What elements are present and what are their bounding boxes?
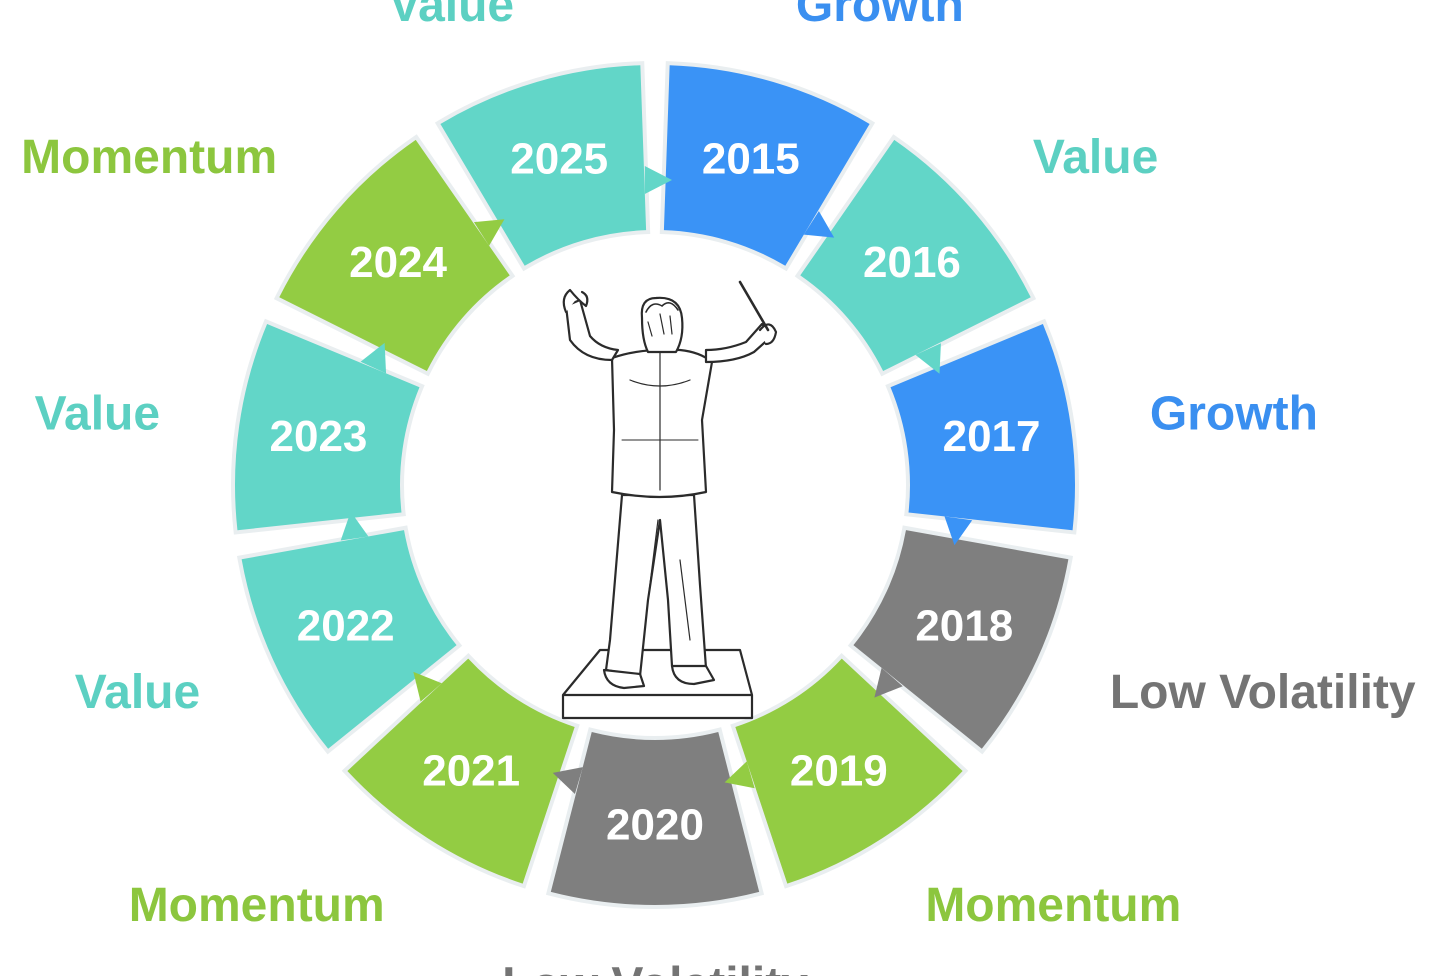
segment-2018 bbox=[847, 525, 1074, 755]
arrow-after-2015 bbox=[803, 211, 835, 238]
cycle-arrows bbox=[340, 166, 973, 794]
year-label-2017: 2017 bbox=[943, 412, 1041, 461]
factor-label-value-2025: Value bbox=[389, 0, 514, 32]
conductor-jacket bbox=[610, 348, 714, 499]
year-label-2024: 2024 bbox=[349, 238, 447, 287]
arrow-after-2018 bbox=[874, 667, 903, 698]
segment-2022 bbox=[236, 525, 463, 755]
factor-label-growth-2017: Growth bbox=[1150, 387, 1318, 440]
podium bbox=[561, 648, 754, 720]
year-label-2019: 2019 bbox=[790, 747, 888, 796]
factor-label-momentum-2019: Momentum bbox=[925, 879, 1181, 932]
factor-label-value-2022: Value bbox=[75, 666, 200, 719]
year-label-2015: 2015 bbox=[702, 134, 800, 183]
arrow-after-2017 bbox=[944, 516, 973, 546]
factor-label-low-volatility-2020: Low Volatility bbox=[502, 959, 808, 976]
year-label-2018: 2018 bbox=[915, 602, 1013, 651]
year-label-2023: 2023 bbox=[270, 412, 368, 461]
segment-2019 bbox=[730, 652, 969, 889]
arrow-after-2020 bbox=[552, 767, 583, 794]
segment-2016 bbox=[794, 134, 1037, 377]
cycle-ring: 2015 2016 2017 2018 2019 2020 2021 2022 2023 2024… bbox=[231, 61, 1079, 909]
segment-2025 bbox=[434, 61, 651, 272]
factor-label-value-2023: Value bbox=[35, 387, 160, 440]
segment-2023 bbox=[231, 318, 425, 535]
arrow-after-2024 bbox=[473, 219, 505, 246]
year-label-2021: 2021 bbox=[422, 747, 520, 796]
segment-2024 bbox=[273, 134, 516, 377]
conductor-legs bbox=[604, 493, 708, 678]
year-label-2020: 2020 bbox=[606, 801, 704, 850]
segment-2020 bbox=[545, 727, 765, 909]
year-label-2016: 2016 bbox=[863, 238, 961, 287]
segment-2021 bbox=[341, 652, 580, 889]
conductor-figure bbox=[561, 280, 778, 720]
factor-label-momentum-2021: Momentum bbox=[129, 879, 385, 932]
arrow-after-2022 bbox=[340, 511, 369, 541]
factor-label-growth-2015: Growth bbox=[796, 0, 964, 32]
factor-label-momentum-2024: Momentum bbox=[21, 131, 277, 184]
arrow-after-2021 bbox=[413, 671, 442, 702]
factor-label-low-volatility-2018: Low Volatility bbox=[1110, 666, 1416, 719]
factor-label-value-2016: Value bbox=[1033, 131, 1158, 184]
arrow-after-2016 bbox=[915, 343, 941, 374]
arrow-after-2019 bbox=[724, 761, 755, 789]
arrow-after-2023 bbox=[360, 342, 387, 374]
segment-2015 bbox=[659, 61, 876, 272]
year-label-2022: 2022 bbox=[297, 602, 395, 651]
segment-2017 bbox=[885, 318, 1079, 535]
year-label-2025: 2025 bbox=[510, 134, 608, 183]
arrow-after-2025 bbox=[644, 166, 672, 194]
